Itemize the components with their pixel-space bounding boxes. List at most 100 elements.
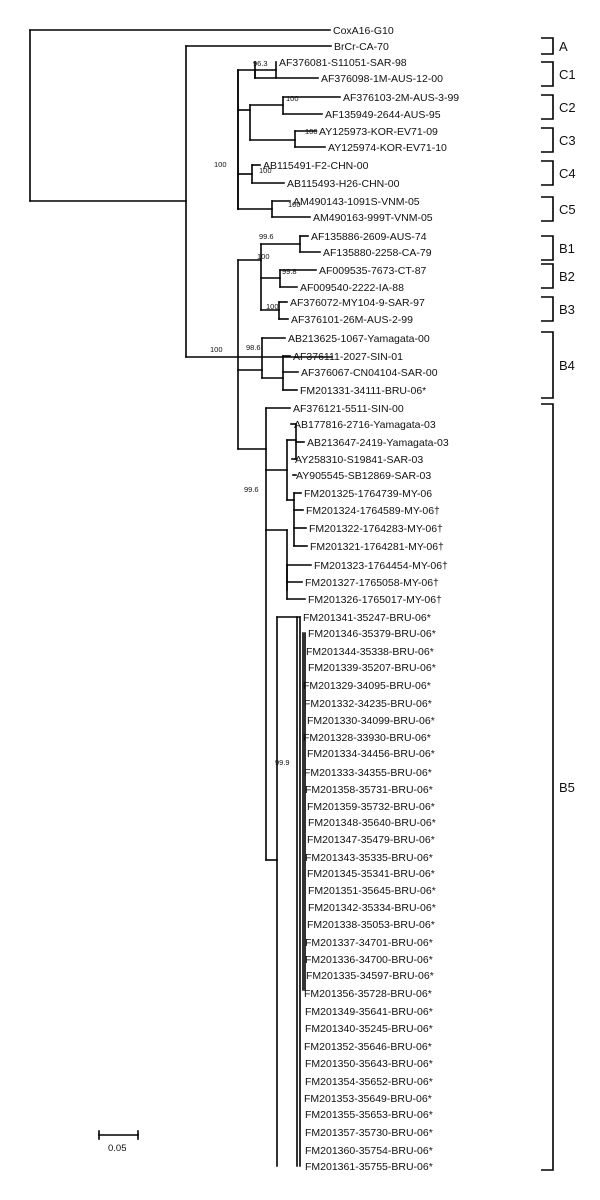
tip-label: FM201332-34235-BRU-06* — [304, 698, 432, 710]
tip-label: FM201329-34095-BRU-06* — [303, 680, 431, 692]
tip-label: FM201355-35653-BRU-06* — [305, 1109, 433, 1121]
tip-label: AF135880-2258-CA-79 — [323, 247, 432, 259]
tip-label: FM201322-1764283-MY-06† — [309, 523, 443, 535]
bootstrap-value: 100 — [257, 252, 270, 261]
clade-label: C4 — [559, 166, 576, 181]
tip-label: AF376067-CN04104-SAR-00 — [301, 367, 438, 379]
tip-label: AB115493-H26-CHN-00 — [287, 178, 400, 190]
tip-label: FM201339-35207-BRU-06* — [308, 662, 436, 674]
clade-label: C2 — [559, 100, 576, 115]
tip-label: AF376072-MY104-9-SAR-97 — [290, 297, 425, 309]
tree-branches — [29, 29, 341, 1167]
clade-bracket — [541, 160, 554, 186]
clade-label: B5 — [559, 780, 575, 795]
bootstrap-value: 98.6 — [246, 343, 261, 352]
clade-bracket — [541, 331, 554, 399]
clade-bracket — [541, 296, 554, 322]
tip-label: AY125974-KOR-EV71-10 — [328, 142, 447, 154]
tip-label: FM201331-34111-BRU-06* — [300, 385, 426, 397]
tip-label: AF376098-1M-AUS-12-00 — [321, 73, 443, 85]
tip-label: FM201335-34597-BRU-06* — [306, 970, 434, 982]
tip-label: CoxA16-G10 — [333, 25, 394, 37]
bootstrap-value: 100 — [286, 94, 299, 103]
tip-label: AF135886-2609-AUS-74 — [311, 231, 427, 243]
tip-label: FM201359-35732-BRU-06* — [307, 801, 435, 813]
clade-label: C5 — [559, 202, 576, 217]
tip-label: FM201344-35338-BRU-06* — [306, 646, 434, 658]
tip-label: FM201358-35731-BRU-06* — [305, 784, 433, 796]
tip-label: AY125973-KOR-EV71-09 — [319, 126, 438, 138]
tip-label: FM201357-35730-BRU-06* — [305, 1127, 433, 1139]
tip-label: FM201334-34456-BRU-06* — [307, 748, 435, 760]
tip-label: BrCr-CA-70 — [334, 41, 389, 53]
tip-label: FM201323-1764454-MY-06† — [314, 560, 448, 572]
scale-bar-label: 0.05 — [108, 1143, 127, 1154]
tip-label: FM201330-34099-BRU-06* — [307, 715, 435, 727]
tip-label: AF376103-2M-AUS-3-99 — [343, 92, 459, 104]
bootstrap-value: 99.9 — [275, 758, 290, 767]
clade-label: C1 — [559, 67, 576, 82]
clade-label: B4 — [559, 358, 575, 373]
tip-label: AB213647-2419-Yamagata-03 — [307, 437, 449, 449]
tip-label: FM201342-35334-BRU-06* — [308, 902, 436, 914]
clade-bracket — [541, 263, 554, 289]
clade-bracket — [541, 196, 554, 222]
tip-label: FM201347-35479-BRU-06* — [307, 834, 435, 846]
tip-label: AF376121-5511-SIN-00 — [293, 403, 404, 415]
tip-label: AM490163-999T-VNM-05 — [313, 212, 433, 224]
tip-label: AF009540-2222-IA-88 — [300, 282, 404, 294]
tip-label: AF376111-2027-SIN-01 — [293, 351, 403, 363]
tip-label: FM201340-35245-BRU-06* — [305, 1023, 433, 1035]
tip-label: FM201354-35652-BRU-06* — [305, 1076, 433, 1088]
tip-label: FM201327-1765058-MY-06† — [305, 577, 439, 589]
tip-label: FM201333-34355-BRU-06* — [304, 767, 432, 779]
tip-label: AB213625-1067-Yamagata-00 — [288, 333, 430, 345]
tip-label: FM201328-33930-BRU-06* — [303, 732, 431, 744]
tip-label: FM201361-35755-BRU-06* — [305, 1161, 433, 1173]
tip-labels: CoxA16-G10BrCr-CA-70AF376081-S11051-SAR-… — [263, 25, 459, 1173]
scale-bar: 0.05 — [98, 1130, 139, 1154]
tip-label: FM201349-35641-BRU-06* — [305, 1006, 433, 1018]
bootstrap-value: 96.3 — [253, 59, 268, 68]
clade-label: B1 — [559, 241, 575, 256]
tip-label: FM201356-35728-BRU-06* — [304, 988, 432, 1000]
tip-label: AF376081-S11051-SAR-98 — [279, 57, 407, 69]
bootstrap-value: 100 — [210, 345, 223, 354]
bootstrap-value: 100 — [266, 302, 279, 311]
tip-label: FM201350-35643-BRU-06* — [305, 1058, 433, 1070]
tip-label: FM201336-34700-BRU-06* — [305, 954, 433, 966]
clade-bracket — [541, 61, 554, 87]
clade-bracket — [541, 37, 554, 55]
bootstrap-value: 100 — [214, 160, 227, 169]
tip-label: FM201352-35646-BRU-06* — [304, 1041, 432, 1053]
tip-label: FM201360-35754-BRU-06* — [305, 1145, 433, 1157]
tip-label: FM201337-34701-BRU-06* — [305, 937, 433, 949]
tip-label: FM201348-35640-BRU-06* — [308, 817, 436, 829]
clade-label: A — [559, 39, 568, 54]
clade-label: B3 — [559, 302, 575, 317]
bootstrap-labels: 96.3 100 100 100 100 100 99.6 100 99.8 100 100 98.6… — [210, 59, 318, 767]
bootstrap-value: 99.6 — [259, 232, 274, 241]
clade-bracket — [541, 127, 554, 153]
clade-label: C3 — [559, 133, 576, 148]
bootstrap-value: 100 — [288, 200, 301, 209]
tip-label: AM490143-1091S-VNM-05 — [293, 196, 420, 208]
bootstrap-value: 100 — [259, 166, 272, 175]
tip-label: FM201341-35247-BRU-06* — [303, 612, 431, 624]
tip-label: AF376101-26M-AUS-2-99 — [291, 314, 413, 326]
clade-bracket — [541, 235, 554, 261]
tip-label: AF009535-7673-CT-87 — [319, 265, 427, 277]
bootstrap-value: 99.8 — [282, 267, 297, 276]
tip-label: AF135949-2644-AUS-95 — [325, 109, 441, 121]
bootstrap-value: 99.6 — [244, 485, 259, 494]
clade-bracket — [541, 94, 554, 120]
tip-label: AB115491-F2-CHN-00 — [263, 160, 369, 172]
tip-label: FM201353-35649-BRU-06* — [304, 1093, 432, 1105]
clade-label: B2 — [559, 269, 575, 284]
bootstrap-value: 100 — [305, 127, 318, 136]
tip-label: FM201325-1764739-MY-06 — [304, 488, 432, 500]
tip-label: AB177816-2716-Yamagata-03 — [294, 419, 436, 431]
tip-label: FM201321-1764281-MY-06† — [310, 541, 444, 553]
